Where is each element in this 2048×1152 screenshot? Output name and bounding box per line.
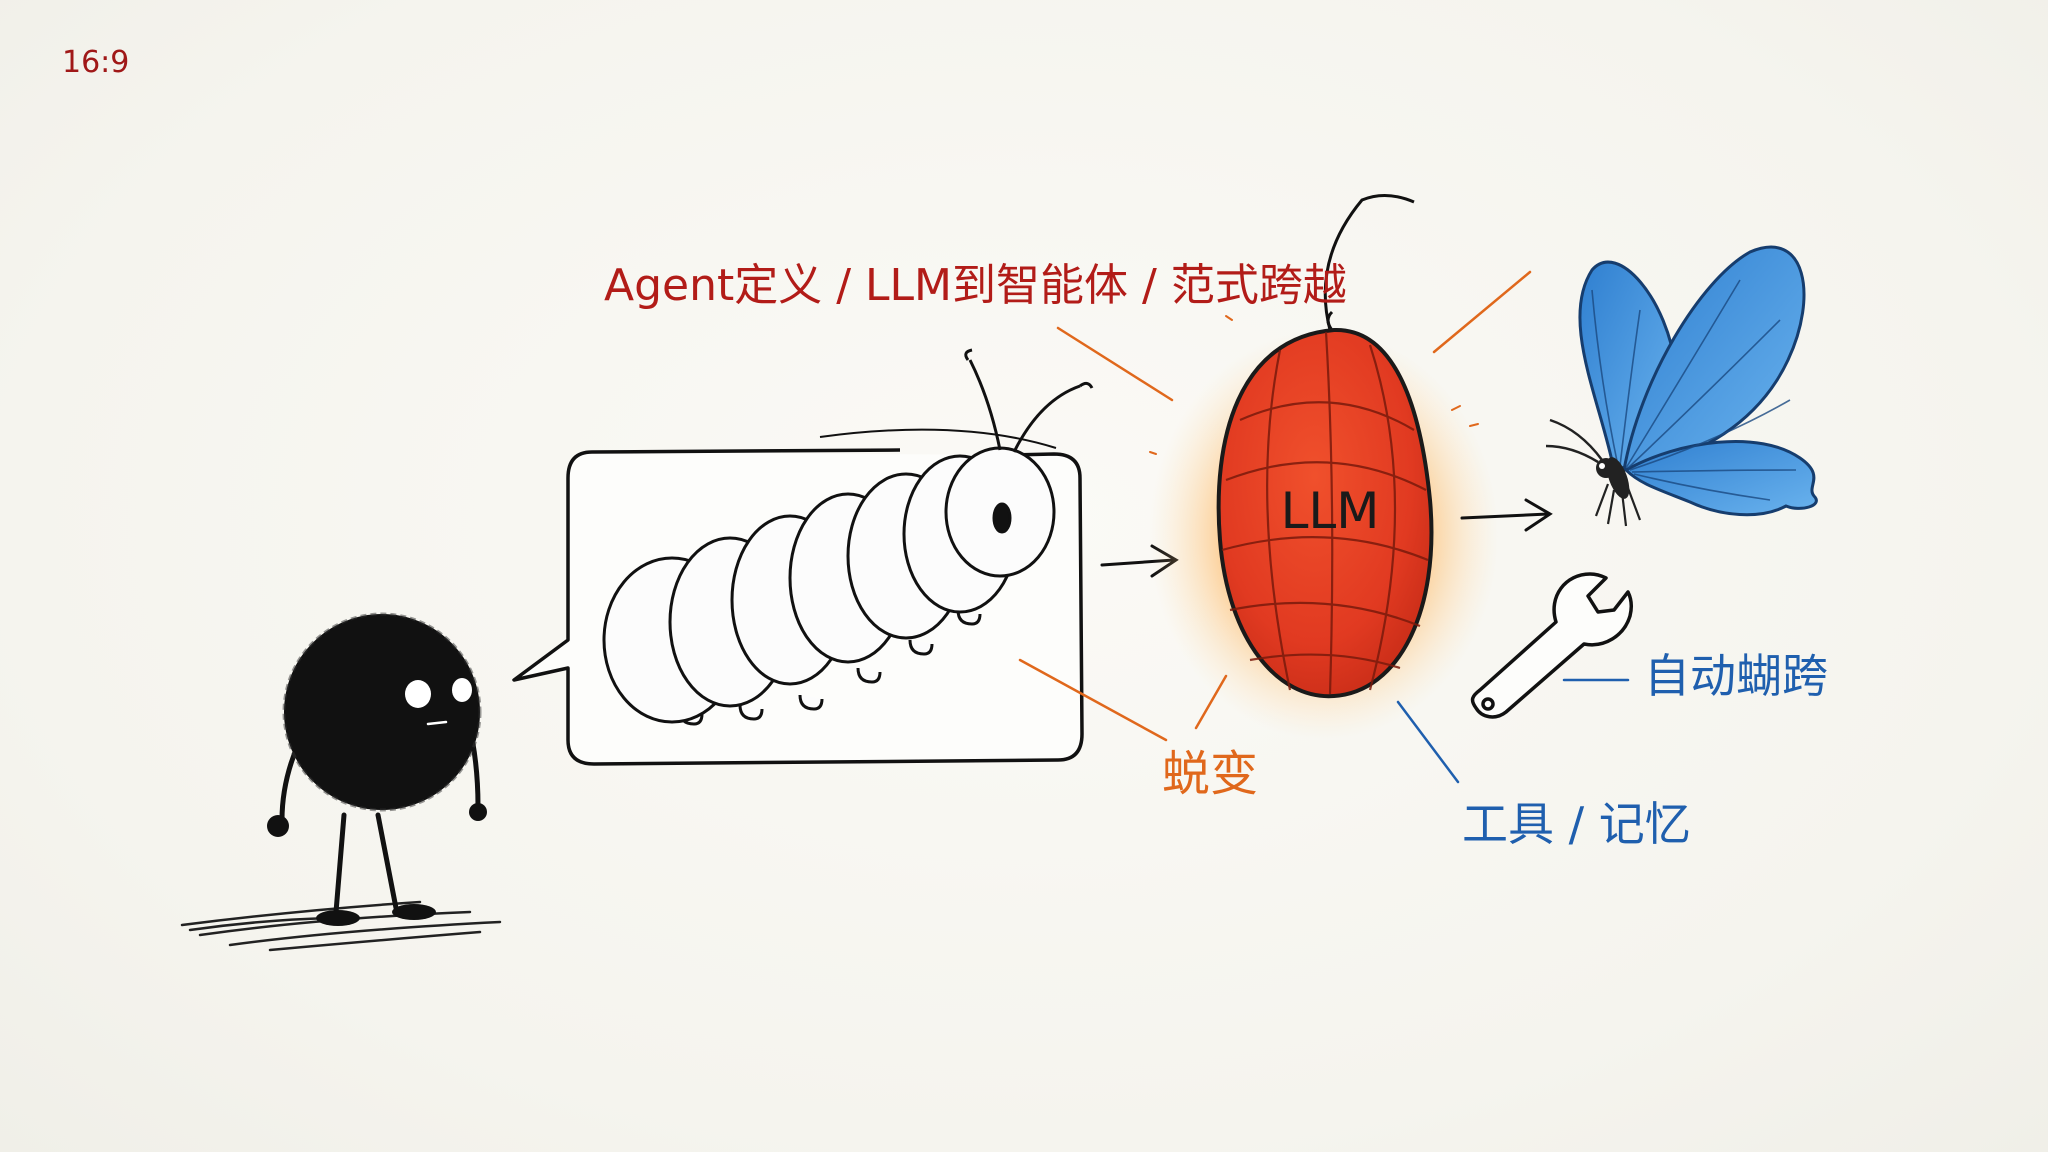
arrow-to-butterfly [1460, 498, 1553, 532]
ball-body [284, 614, 480, 810]
caterpillar [602, 348, 1094, 726]
pointer-lines [1018, 270, 1630, 784]
tools-memory-label: 工具 / 记忆 [1462, 797, 1691, 851]
cocoon: LLM [1149, 194, 1499, 740]
ball-character [180, 612, 502, 952]
metamorphosis-label: 蜕变 [1162, 746, 1258, 802]
wrench-icon [1470, 572, 1634, 719]
title-label: Agent定义 / LLM到智能体 / 范式跨越 [604, 260, 1347, 311]
cocoon-label: LLM [1281, 482, 1380, 540]
aspect-ratio-label: 16:9 [62, 45, 129, 80]
butterfly [1545, 245, 1818, 527]
ball-eye-right [452, 678, 472, 702]
auto-leap-label: 自动蝴跨 [1644, 649, 1828, 703]
ball-eye-left [405, 680, 431, 708]
ground-shadow [180, 900, 502, 952]
